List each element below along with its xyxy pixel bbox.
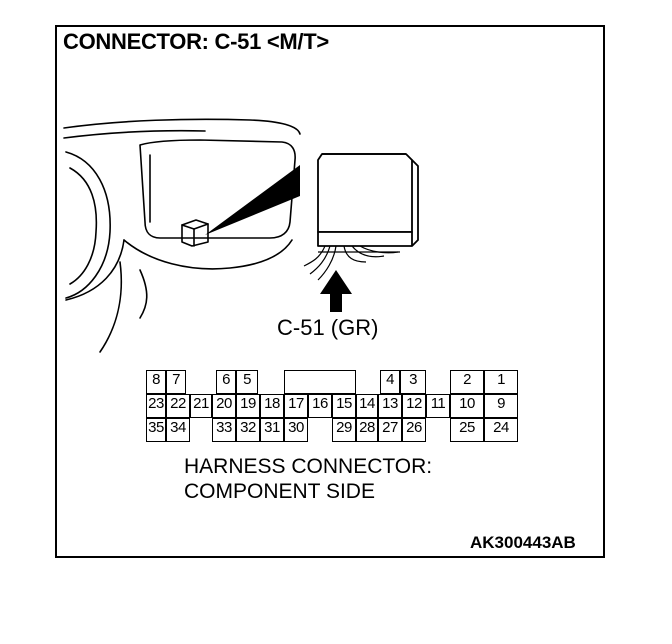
pin-26: 26	[402, 418, 426, 442]
pin-8: 8	[146, 370, 166, 394]
pin-4: 4	[380, 370, 400, 394]
pin-18: 18	[260, 394, 284, 418]
caption-line-2: COMPONENT SIDE	[184, 480, 375, 503]
pin-31: 31	[260, 418, 284, 442]
pin-14: 14	[356, 394, 378, 418]
pin-2: 2	[450, 370, 484, 394]
pin-3: 3	[400, 370, 426, 394]
pin-28: 28	[356, 418, 378, 442]
pin-20: 20	[212, 394, 236, 418]
pin-23: 23	[146, 394, 166, 418]
pin-24: 24	[484, 418, 518, 442]
pin-33: 33	[212, 418, 236, 442]
pin-15: 15	[332, 394, 356, 418]
caption-line-1: HARNESS CONNECTOR:	[184, 455, 433, 478]
pin-13: 13	[378, 394, 402, 418]
connector-label: C-51 (GR)	[277, 315, 379, 340]
pin-12: 12	[402, 394, 426, 418]
pin-35: 35	[146, 418, 166, 442]
pin-11: 11	[426, 394, 450, 418]
diagram-title: CONNECTOR: C-51 <M/T>	[63, 29, 329, 54]
pin-25: 25	[450, 418, 484, 442]
pin-22: 22	[166, 394, 190, 418]
pin-19: 19	[236, 394, 260, 418]
pin-17: 17	[284, 394, 308, 418]
pin-5: 5	[236, 370, 258, 394]
pin-10: 10	[450, 394, 484, 418]
pin-16: 16	[308, 394, 332, 418]
pin-7: 7	[166, 370, 186, 394]
pin-29: 29	[332, 418, 356, 442]
pin-21: 21	[190, 394, 212, 418]
figure-code: AK300443AB	[470, 533, 576, 552]
pin-1: 1	[484, 370, 518, 394]
connector-lock-tab	[284, 370, 356, 394]
pin-30: 30	[284, 418, 308, 442]
pin-32: 32	[236, 418, 260, 442]
diagram-frame	[55, 25, 605, 558]
pin-9: 9	[484, 394, 518, 418]
pin-34: 34	[166, 418, 190, 442]
pin-27: 27	[378, 418, 402, 442]
pin-6: 6	[216, 370, 236, 394]
